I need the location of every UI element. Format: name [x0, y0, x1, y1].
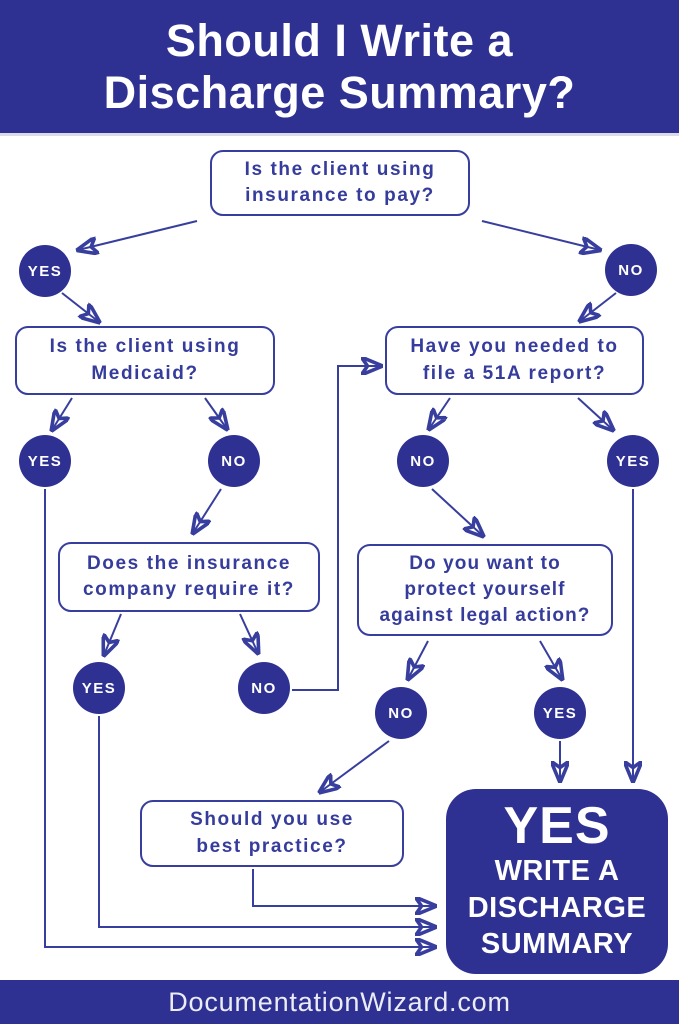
- arrow-legal-to-no: [408, 640, 429, 679]
- node-yes-label: YES: [27, 262, 63, 280]
- arrow-medicaid-to-yes: [52, 397, 73, 430]
- footer-banner: DocumentationWizard.com: [0, 980, 679, 1024]
- result-line-1: WRITE A: [494, 855, 620, 888]
- node-no-label: NO: [221, 452, 247, 470]
- node-no-insurance-require: NO: [238, 662, 290, 714]
- arrow-insurance-to-no: [481, 220, 600, 250]
- question-insurance-pay-line-2: insurance to pay?: [245, 185, 435, 206]
- page-title-line-2: Discharge Summary?: [103, 66, 576, 118]
- node-no-label: NO: [388, 704, 414, 722]
- question-51a-report-line-2: file a 51A report?: [422, 362, 607, 384]
- result-line-3: SUMMARY: [480, 928, 634, 961]
- node-no-insurance: NO: [605, 244, 657, 296]
- result-line-2: DISCHARGE: [467, 891, 647, 924]
- node-no-medicaid: NO: [208, 435, 260, 487]
- question-medicaid-line-1: Is the client using: [49, 336, 241, 358]
- arrow-require-to-no: [239, 613, 258, 653]
- arrow-51a-to-yes: [577, 397, 613, 430]
- question-best-practice-line-2: best practice?: [196, 835, 348, 857]
- node-yes-medicaid: YES: [19, 435, 71, 487]
- question-best-practice-line-1: Should you use: [190, 809, 354, 831]
- arrow-yes-to-medicaid: [61, 292, 99, 322]
- arrow-require-no-to-51a: [292, 366, 381, 691]
- question-medicaid: Is the client using Medicaid?: [15, 326, 275, 395]
- node-no-51a: NO: [397, 435, 449, 487]
- arrow-insurance-to-yes: [78, 220, 198, 250]
- question-legal-action-line-1: Do you want to: [409, 552, 561, 574]
- node-no-label: NO: [410, 452, 436, 470]
- node-yes-insurance-require: YES: [73, 662, 125, 714]
- title-banner: Should I Write a Discharge Summary?: [0, 0, 679, 136]
- question-insurance-pay-line-1: Is the client using: [244, 158, 436, 180]
- arrow-best-practice-to-result: [252, 869, 435, 906]
- arrow-no-to-insurance-require: [193, 488, 222, 533]
- result-write-discharge-summary: YES WRITE A DISCHARGE SUMMARY: [446, 789, 668, 974]
- arrow-require-to-yes: [104, 613, 122, 655]
- node-no-legal: NO: [375, 687, 427, 739]
- node-yes-label: YES: [27, 452, 63, 470]
- node-yes-insurance: YES: [19, 245, 71, 297]
- question-insurance-require-line-2: company require it?: [83, 579, 295, 600]
- arrow-legal-to-yes: [539, 640, 562, 679]
- arrow-medicaid-to-no: [204, 397, 227, 429]
- arrow-51a-to-no: [429, 397, 451, 429]
- question-51a-report-line-1: Have you needed to: [410, 336, 619, 358]
- node-no-label: NO: [251, 679, 277, 697]
- node-yes-label: YES: [81, 679, 117, 697]
- question-legal-action-line-2: protect yourself: [404, 578, 566, 600]
- node-yes-label: YES: [542, 704, 578, 722]
- node-no-label: NO: [618, 261, 644, 279]
- page-title-line-1: Should I Write a: [165, 15, 514, 67]
- question-51a-report: Have you needed to file a 51A report?: [385, 326, 644, 395]
- result-headline: YES: [503, 797, 611, 856]
- question-legal-action-line-3: against legal action?: [379, 605, 591, 627]
- question-medicaid-line-2: Medicaid?: [91, 362, 199, 384]
- arrow-no-to-51a: [580, 292, 617, 321]
- node-yes-legal: YES: [534, 687, 586, 739]
- question-insurance-require: Does the insurance company require it?: [58, 542, 320, 612]
- website-url: DocumentationWizard.com: [168, 986, 511, 1017]
- arrow-no-to-legal: [431, 488, 483, 536]
- node-yes-label: YES: [615, 452, 651, 470]
- question-best-practice: Should you use best practice?: [140, 800, 404, 867]
- question-insurance-pay: Is the client using insurance to pay?: [210, 150, 470, 216]
- question-insurance-require-line-1: Does the insurance: [86, 552, 292, 574]
- node-yes-51a: YES: [607, 435, 659, 487]
- question-legal-action: Do you want to protect yourself against …: [357, 544, 613, 636]
- arrow-no-to-best-practice: [320, 740, 390, 792]
